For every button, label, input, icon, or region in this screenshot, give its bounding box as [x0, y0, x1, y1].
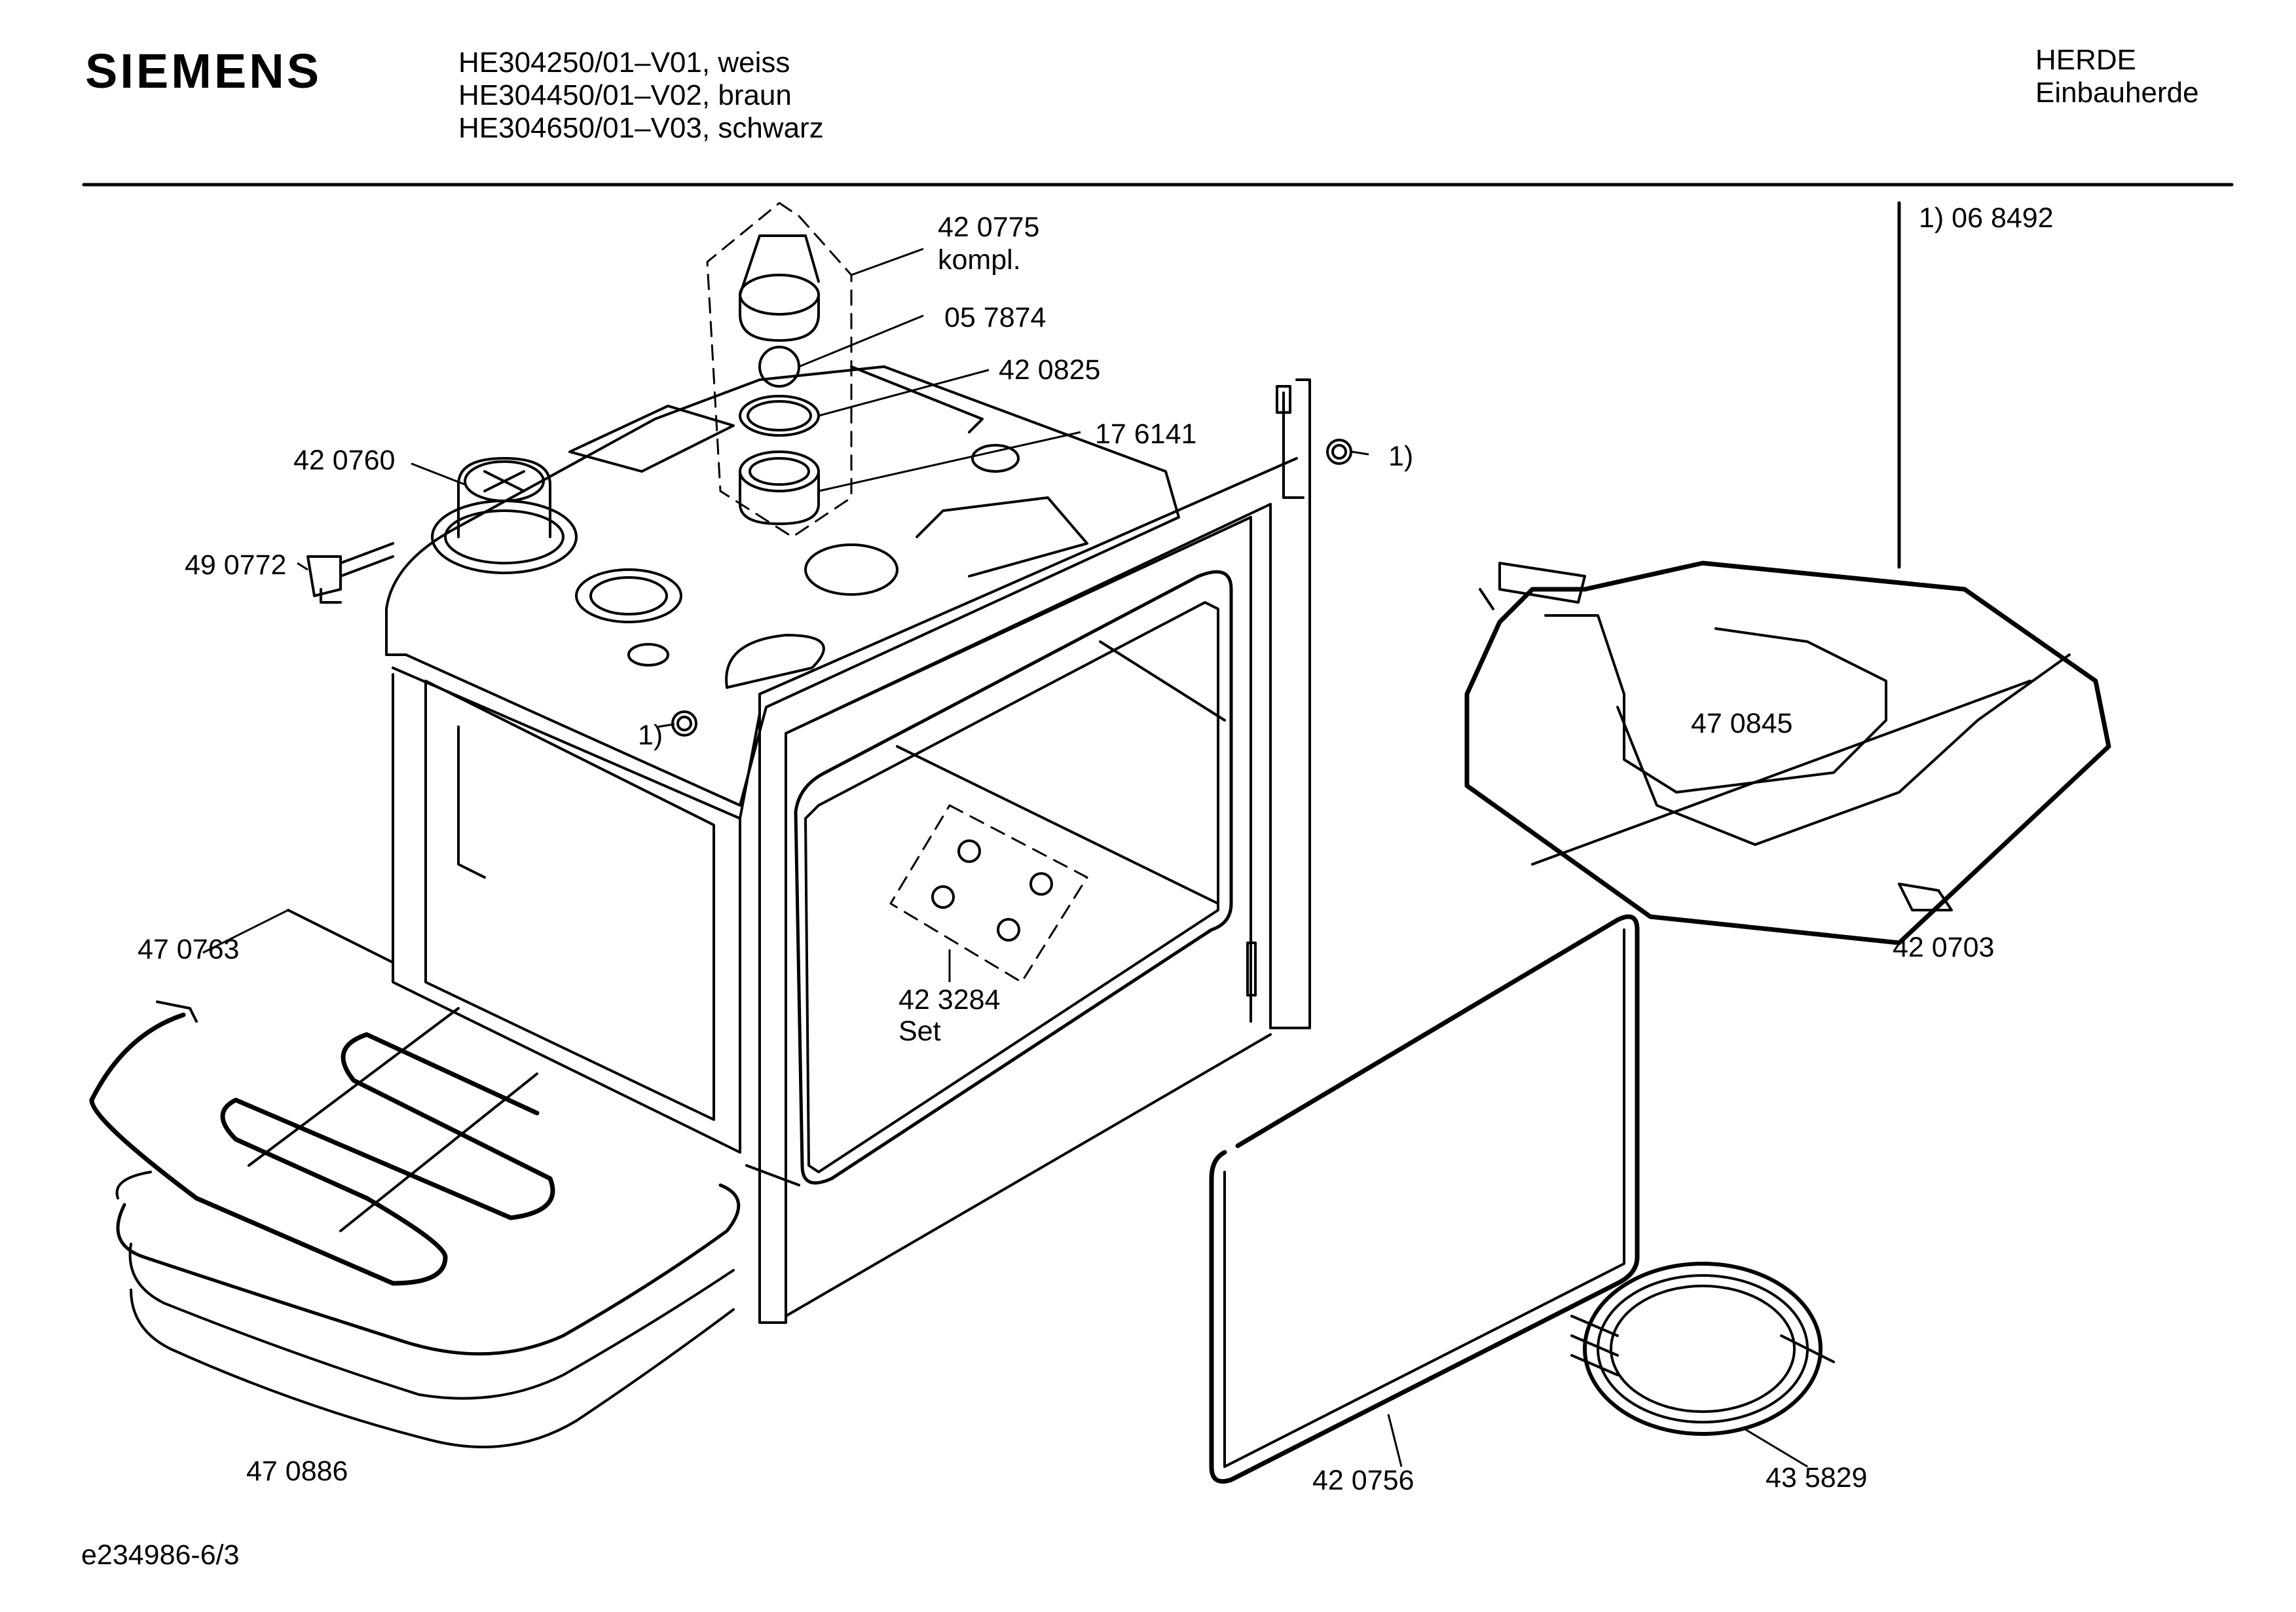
category-title: HERDE	[2035, 44, 2137, 76]
part-number-420703: 42 0703	[1893, 932, 1995, 963]
drawing-id: e234986-6/3	[81, 1539, 240, 1571]
leader-420775	[851, 249, 923, 275]
leader-screw-1	[658, 724, 675, 727]
part-number-470845: 47 0845	[1691, 708, 1793, 739]
model-line-2: HE304450/01–V02, braun	[458, 79, 792, 111]
part-number-420775: 42 0775	[938, 211, 1040, 243]
bottom-heating-element	[92, 910, 553, 1283]
bracket-part	[308, 543, 393, 602]
leader-490772	[297, 563, 308, 570]
thermostat-assembly	[707, 203, 851, 537]
screw-left	[673, 712, 696, 735]
part-number-435829: 43 5829	[1766, 1462, 1868, 1493]
screw-set	[891, 805, 1087, 982]
part-number-470763: 47 0763	[138, 934, 240, 965]
leader-420756	[1388, 1414, 1401, 1467]
category-subtitle: Einbauherde	[2035, 77, 2199, 109]
brand-logo: SIEMENS	[85, 44, 322, 98]
model-line-1: HE304250/01–V01, weiss	[458, 46, 790, 79]
leader-420825	[819, 370, 989, 416]
part-number-420825: 42 0825	[999, 354, 1101, 386]
part-number-176141: 17 6141	[1095, 418, 1197, 450]
leader-470763	[203, 910, 288, 953]
model-line-3: HE304650/01–V03, schwarz	[458, 112, 824, 144]
part-number-423284: 42 3284	[898, 984, 1001, 1016]
leader-176141	[819, 432, 1081, 491]
part-number-057874: 05 7874	[944, 302, 1046, 333]
leader-435829	[1742, 1427, 1807, 1467]
leader-057874	[799, 316, 923, 367]
ring-heating-element	[1572, 1264, 1834, 1434]
part-number-420760: 42 0760	[293, 445, 396, 476]
part-number-490772: 49 0772	[185, 549, 287, 581]
leader-screw-2	[1352, 452, 1369, 454]
screw-top-right	[1327, 440, 1351, 464]
footnote-text: 1) 06 8492	[1919, 202, 2054, 234]
top-heating-element	[1467, 563, 2109, 943]
door-gasket	[1212, 917, 1637, 1482]
part-note-423284: Set	[898, 1016, 941, 1047]
leader-420760	[411, 464, 465, 485]
fan-housing-part	[432, 458, 576, 573]
part-number-420756: 42 0756	[1312, 1465, 1415, 1496]
oven-muffle	[386, 367, 1310, 1323]
ref-mark-1-left: 1)	[638, 720, 663, 751]
part-number-470886: 47 0886	[246, 1456, 348, 1487]
part-note-420775: kompl.	[938, 244, 1021, 276]
clip-part	[1899, 884, 1952, 910]
insulation-mat	[117, 1172, 739, 1447]
ref-mark-1-right: 1)	[1388, 441, 1414, 472]
